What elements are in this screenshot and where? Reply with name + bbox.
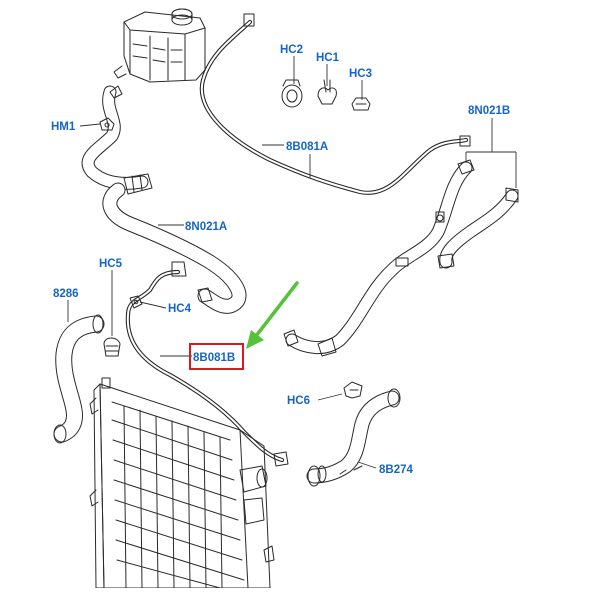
clip-hc1 xyxy=(317,79,337,105)
clip-hc5 xyxy=(103,337,121,357)
clip-hc2 xyxy=(281,79,303,108)
label-8286[interactable]: 8286 xyxy=(53,288,79,300)
label-hc6[interactable]: HC6 xyxy=(287,395,310,407)
radiator xyxy=(89,377,275,589)
label-hc4[interactable]: HC4 xyxy=(168,303,192,315)
label-8b081b[interactable]: 8B081B xyxy=(193,352,235,364)
expansion-tank xyxy=(113,8,206,83)
label-8b274[interactable]: 8B274 xyxy=(379,464,413,476)
label-hc3[interactable]: HC3 xyxy=(349,68,372,80)
indicator-arrow xyxy=(246,281,299,349)
label-hc1[interactable]: HC1 xyxy=(316,52,340,64)
highlight-box xyxy=(189,343,244,370)
hose-8n021b xyxy=(283,159,519,357)
label-8n021a[interactable]: 8N021A xyxy=(185,221,227,233)
hose-8n021a xyxy=(81,85,247,314)
label-8b081a[interactable]: 8B081A xyxy=(286,141,328,153)
label-hm1[interactable]: HM1 xyxy=(51,121,76,133)
leader-lines xyxy=(67,56,517,469)
label-hc5[interactable]: HC5 xyxy=(99,258,123,270)
hose-8b274 xyxy=(306,388,401,487)
hose-8b081a xyxy=(199,13,471,195)
hose-8b081b xyxy=(125,261,289,467)
label-8n021b[interactable]: 8N021B xyxy=(468,105,510,117)
hose-8286 xyxy=(53,314,105,444)
label-hc2[interactable]: HC2 xyxy=(280,44,303,56)
clip-hc3 xyxy=(351,97,371,111)
clip-hc4 xyxy=(129,295,143,309)
bracket-hm1 xyxy=(99,117,115,131)
clip-hc6 xyxy=(343,381,363,399)
